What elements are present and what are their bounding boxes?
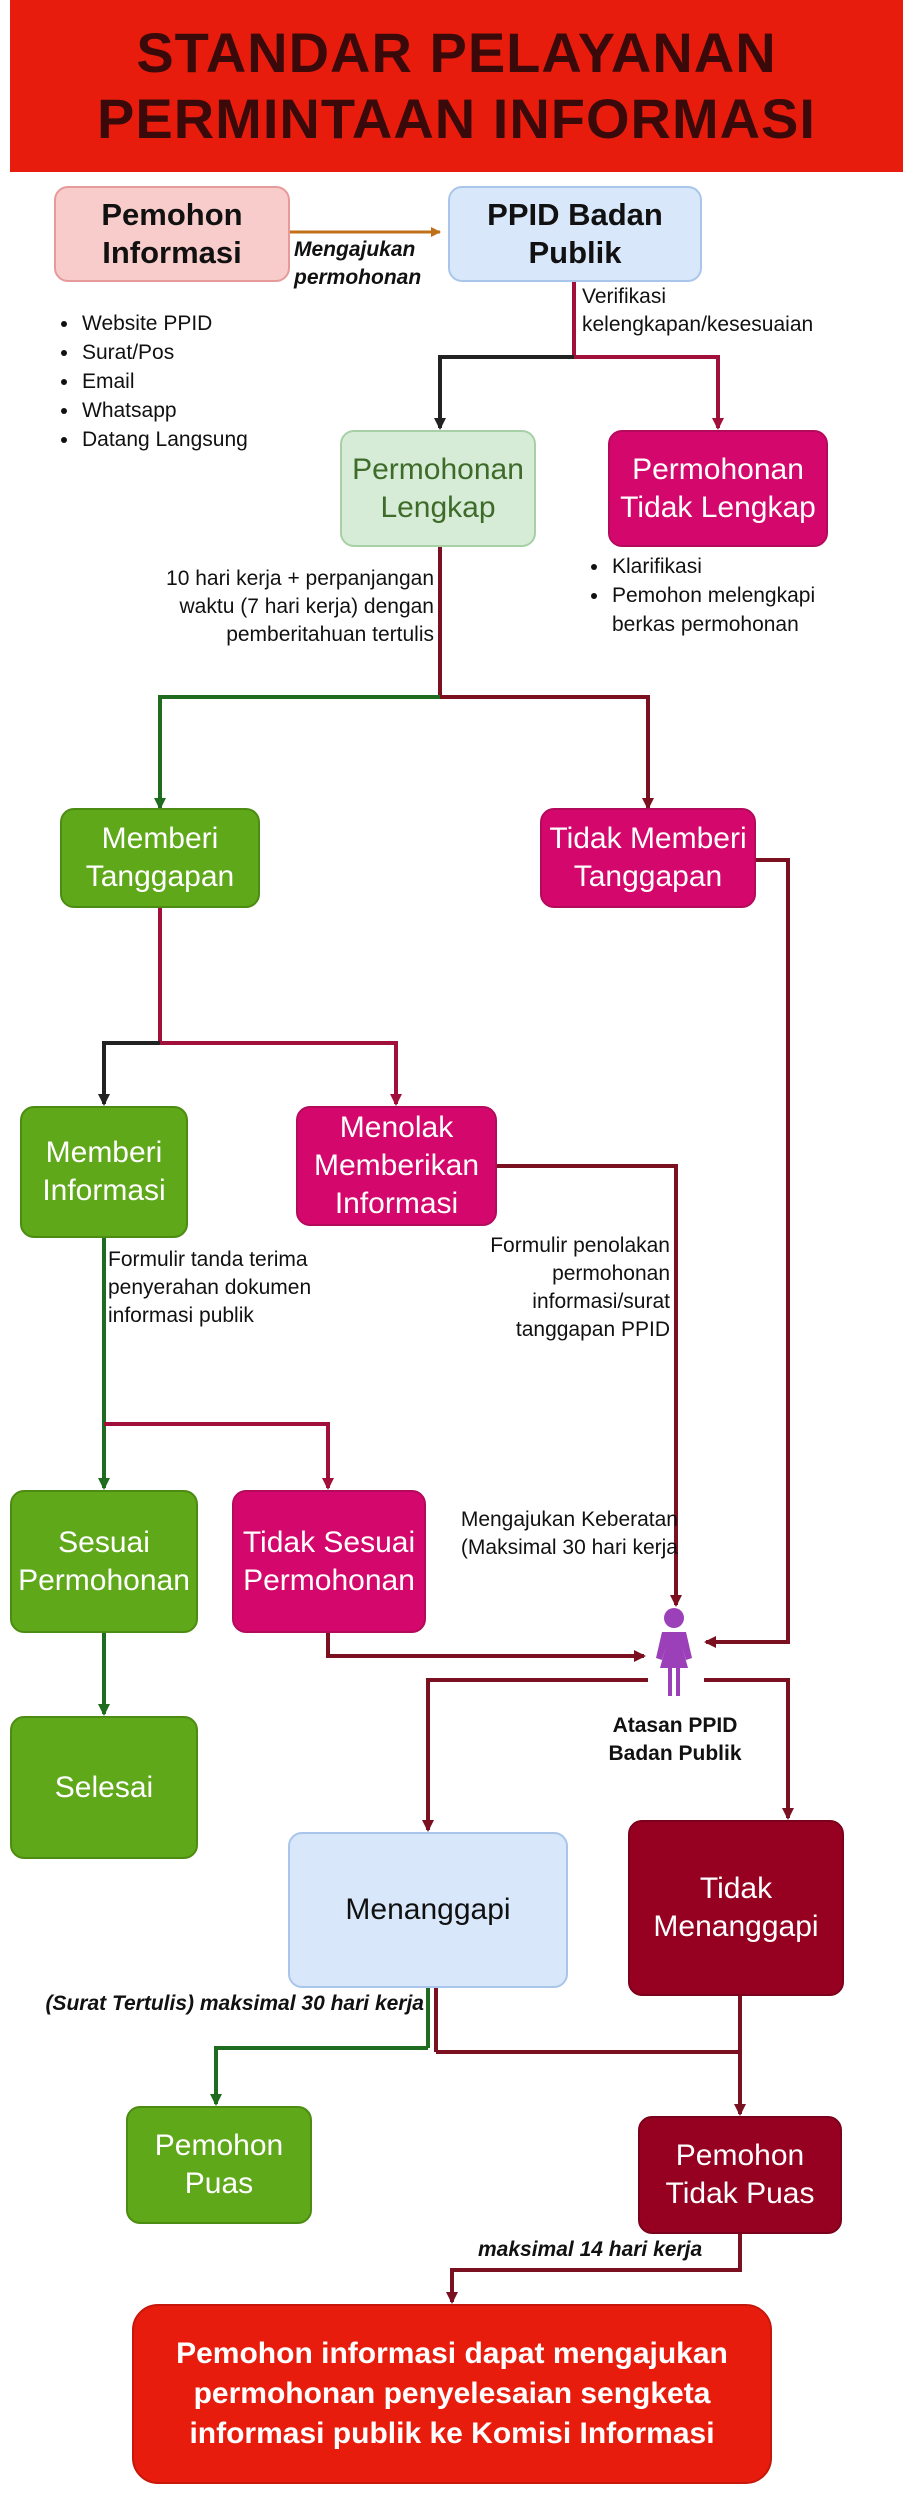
node-tidak-menanggapi: Tidak Menanggapi xyxy=(628,1820,844,1996)
node-menanggapi: Menanggapi xyxy=(288,1832,568,1988)
channel-item: Email xyxy=(80,367,248,396)
arrow-to-pemohon-tidak-puas-a xyxy=(436,2050,746,2116)
label-formulir-tolak: Formulir penolakan permohonan informasi/… xyxy=(490,1234,670,1341)
arrow-to-komisi xyxy=(446,2234,742,2304)
klarifikasi-item: Pemohon melengkapi berkas permohonan xyxy=(610,581,880,639)
channel-list: Website PPID Surat/Pos Email Whatsapp Da… xyxy=(58,309,248,454)
node-komisi-informasi: Pemohon informasi dapat mengajukan permo… xyxy=(132,2304,772,2484)
label-empat-belas-hari: maksimal 14 hari kerja xyxy=(478,2238,703,2261)
label-keberatan: Mengajukan Keberatan (Maksimal 30 hari k… xyxy=(460,1508,678,1559)
node-memberi-tanggapan: Memberi Tanggapan xyxy=(60,808,260,908)
arrow-to-menanggapi xyxy=(422,1678,648,1832)
arrow-to-memberi-informasi xyxy=(98,1041,160,1106)
node-sesuai-permohonan: Sesuai Permohonan xyxy=(10,1490,198,1633)
label-surat-tertulis: (Surat Tertulis) maksimal 30 hari kerja xyxy=(45,1992,424,2015)
arrow-tidak-memberi-to-atasan xyxy=(704,858,790,1648)
arrow-to-pemohon-puas xyxy=(210,2046,428,2106)
node-permohonan-tidak-lengkap: Permohonan Tidak Lengkap xyxy=(608,430,828,547)
arrow-tidak-sesuai-to-atasan xyxy=(326,1633,646,1662)
label-verifikasi: Verifikasi kelengkapan/kesesuaian xyxy=(582,285,814,336)
channel-item: Surat/Pos xyxy=(80,338,248,367)
label-sepuluh-hari: 10 hari kerja + perpanjangan waktu (7 ha… xyxy=(166,567,434,646)
node-selesai: Selesai xyxy=(10,1716,198,1859)
label-mengajukan: Mengajukan permohonan xyxy=(294,238,422,289)
arrow-to-lengkap xyxy=(434,355,574,430)
node-memberi-informasi: Memberi Informasi xyxy=(20,1106,188,1238)
arrow-to-memberi-tanggapan xyxy=(154,695,440,810)
person-icon xyxy=(656,1608,692,1696)
arrow-to-tidak-sesuai xyxy=(104,1422,334,1490)
klarifikasi-item: Klarifikasi xyxy=(610,552,880,581)
channel-item: Datang Langsung xyxy=(80,425,248,454)
arrow-to-tidak-memberi-tanggapan xyxy=(440,695,654,810)
header-title-line2: PERMINTAAN INFORMASI xyxy=(97,87,816,150)
node-tidak-memberi-tanggapan: Tidak Memberi Tanggapan xyxy=(540,808,756,908)
arrow-to-tidak-menanggapi xyxy=(704,1678,794,1820)
label-formulir-terima: Formulir tanda terima penyerahan dokumen… xyxy=(108,1248,312,1327)
channel-item: Whatsapp xyxy=(80,396,248,425)
klarifikasi-list: Klarifikasi Pemohon melengkapi berkas pe… xyxy=(588,552,880,639)
arrow-to-menolak xyxy=(160,1041,402,1106)
channel-item: Website PPID xyxy=(80,309,248,338)
page-header: STANDAR PELAYANAN PERMINTAAN INFORMASI xyxy=(10,0,903,172)
label-atasan-ppid: Atasan PPID Badan Publik xyxy=(608,1714,742,1765)
node-menolak-memberikan-informasi: Menolak Memberikan Informasi xyxy=(296,1106,497,1226)
node-permohonan-lengkap: Permohonan Lengkap xyxy=(340,430,536,547)
header-title-line1: STANDAR PELAYANAN xyxy=(136,21,777,84)
arrow-to-tidak-lengkap xyxy=(574,355,724,430)
arrow-menolak-to-atasan xyxy=(497,1164,682,1607)
node-pemohon-tidak-puas: Pemohon Tidak Puas xyxy=(638,2116,842,2234)
node-pemohon-informasi: Pemohon Informasi xyxy=(54,186,290,282)
node-pemohon-puas: Pemohon Puas xyxy=(126,2106,312,2224)
node-ppid-badan-publik: PPID Badan Publik xyxy=(448,186,702,282)
node-tidak-sesuai-permohonan: Tidak Sesuai Permohonan xyxy=(232,1490,426,1633)
